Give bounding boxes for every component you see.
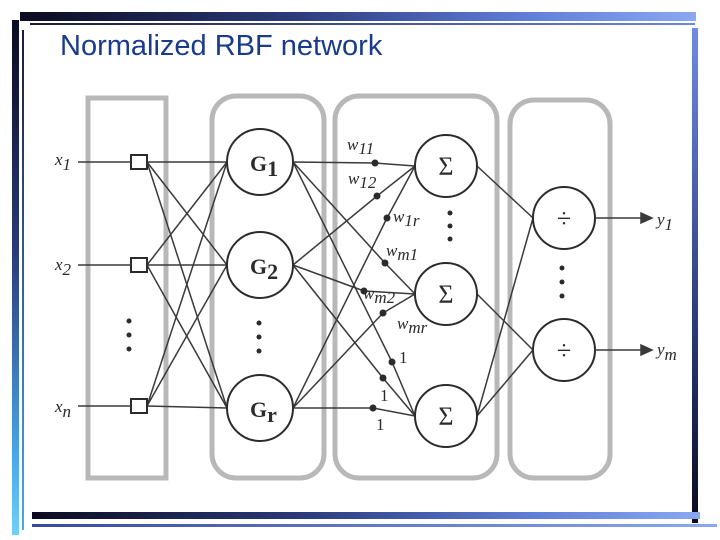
input-label-2: x2 [54,255,72,279]
layer-panels [85,93,613,481]
weight-sum-edge-1-0 [384,262,416,295]
input-box-2 [130,257,148,273]
sum-symbol-3: Σ [438,402,453,431]
gaussian-node-r [226,374,294,442]
input-box-1 [130,154,148,170]
sum-divide-edge-2-m [476,293,534,351]
gaussian-label-1: G1 [250,151,278,181]
output-ellipsis-icon [559,265,565,299]
hidden-ellipsis-icon [256,320,262,354]
slide-title: Normalized RBF network [60,30,383,62]
hidden-layer-panel [209,93,327,481]
weight-label-wmr: wmr [397,314,428,337]
weight-sum-edge-1-1 [363,290,416,295]
output-arrowhead-m [640,343,654,357]
weight-sum-edge-0-0 [374,162,416,167]
one-label-1: 1 [399,348,408,367]
weight-sum-edge-0-1 [376,165,416,197]
one-label-3: 1 [376,415,385,434]
weight-label-w11: w11 [347,135,374,158]
bottom-border-line [32,524,717,527]
weight-label-wm1: wm1 [386,241,418,264]
weight-dot-w11 [371,159,379,167]
weight-dot-w12 [373,192,381,200]
sum-nodes [414,134,478,448]
weight-dot-one-3 [369,404,377,412]
input-box-n [130,398,148,414]
input-label-1: x1 [54,150,71,174]
sum-node-2 [414,262,478,326]
gaussian-weight-edge-1-1 [292,264,365,292]
ellipsis-dots [126,210,565,354]
connections [146,161,534,417]
input-ellipsis-icon [126,318,132,352]
weight-dot-wmr [379,309,387,317]
output-layer-panel [507,97,613,481]
one-label-2: 1 [380,386,389,405]
top-border-line [30,23,695,25]
gaussian-label-r: Gr [250,397,277,427]
weight-sum-edge-1-2 [382,293,416,314]
input-gaussian-edge-2-2 [146,405,228,409]
gaussian-node-1 [226,128,294,196]
top-border-bar [20,12,696,21]
gaussian-weight-edge-0-0 [292,161,376,164]
weight-dots [360,159,396,412]
input-nodes [130,154,148,414]
right-border-bar [692,28,698,523]
weight-sum-edge-2-1 [382,377,416,417]
sum-symbol-2: Σ [438,280,453,309]
sum-node-3 [414,384,478,448]
sum-divide-edge-1-1 [476,165,534,219]
gaussian-weight-edge-1-0 [292,161,386,264]
weight-label-w12: w12 [348,169,377,192]
sum-divide-edge-3-1 [476,217,534,417]
weight-label-w1r: w1r [393,207,420,230]
gaussian-node-2 [226,231,294,299]
input-layer-panel [85,95,169,481]
bottom-border-bar [32,512,700,519]
weight-sum-edge-2-0 [391,361,416,417]
divide-symbol-m: ÷ [557,336,571,365]
weight-sum-edge-2-2 [372,407,416,417]
weight-dot-one-2 [379,374,387,382]
output-label-1: y1 [655,210,673,234]
left-border-line [22,30,24,530]
output-arrows [595,211,654,357]
gaussian-weight-edge-2-1 [292,264,384,379]
weight-dot-wm2 [360,287,368,295]
input-gaussian-edge-2-0 [146,161,228,407]
output-label-m: ym [655,340,677,364]
gaussian-weight-edge-1-2 [292,312,384,409]
weight-label-wm2: wm2 [363,284,396,307]
gaussian-nodes [226,128,294,442]
gaussian-weight-edge-2-0 [292,161,393,363]
weight-dot-one-1 [388,358,396,366]
left-border-bar [12,20,19,535]
input-gaussian-edge-1-0 [146,161,228,266]
input-label-n: xn [54,397,71,421]
gaussian-weight-edge-0-2 [292,217,388,409]
divide-symbol-1: ÷ [557,204,571,233]
gaussian-weight-edge-0-1 [292,195,378,266]
sum-ellipsis-icon [447,210,453,242]
sum-symbol-1: Σ [438,152,453,181]
divide-nodes [532,186,596,382]
weight-sum-edge-0-2 [386,165,416,219]
summation-layer-panel [332,93,500,481]
weight-dot-wm1 [381,259,389,267]
output-arrowhead-1 [640,211,654,225]
sum-node-1 [414,134,478,198]
gaussian-label-2: G2 [250,254,278,284]
weight-dot-w1r [383,214,391,222]
input-gaussian-edge-2-1 [146,264,228,407]
sum-divide-edge-3-m [476,349,534,417]
input-stubs [78,161,131,407]
